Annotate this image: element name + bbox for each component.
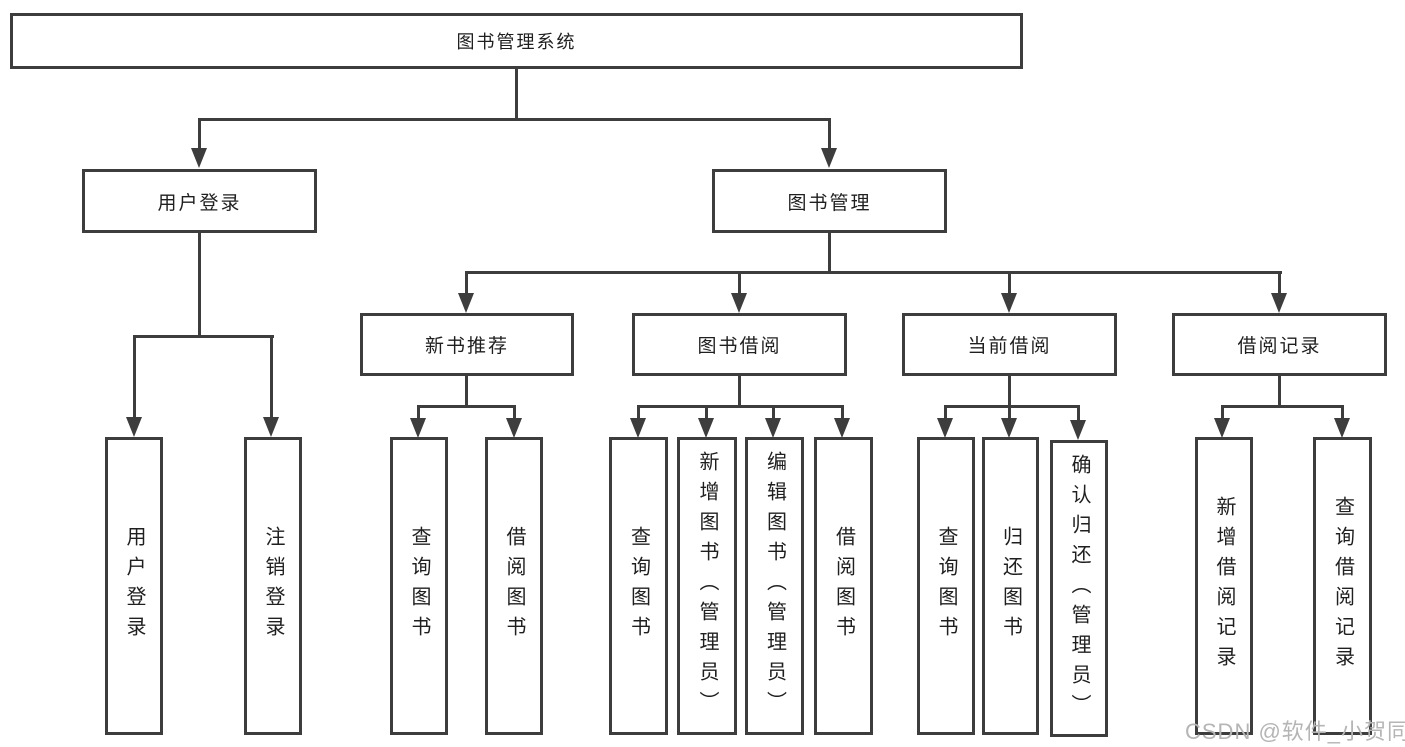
leaf-nb-query-books-label: 查询图书 xyxy=(408,526,430,646)
leaf-cb-return-books: 归还图书 xyxy=(982,437,1039,735)
connector-vline xyxy=(1008,376,1011,407)
arrow-down-icon xyxy=(1001,418,1017,438)
connector-vline xyxy=(465,376,468,407)
leaf-user-login-label: 用户登录 xyxy=(123,526,145,646)
connector-vline xyxy=(1278,376,1281,407)
leaf-bb-query-books-label: 查询图书 xyxy=(627,526,650,646)
arrow-down-icon xyxy=(410,418,426,438)
arrow-down-icon xyxy=(698,418,714,438)
leaf-nb-borrow-books: 借阅图书 xyxy=(485,437,543,735)
leaf-bb-edit-books: 编辑图书（管理员） xyxy=(745,437,804,735)
node-current-borrowing-label: 当前借阅 xyxy=(967,336,1052,357)
connector-vline xyxy=(738,271,741,295)
arrow-down-icon xyxy=(630,418,646,438)
leaf-nb-borrow-books-label: 借阅图书 xyxy=(503,526,525,646)
arrow-down-icon xyxy=(191,148,207,168)
node-book-borrowing: 图书借阅 xyxy=(632,313,847,376)
leaf-cb-confirm-return: 确认归还（管理员） xyxy=(1050,440,1108,737)
node-new-book-recommend: 新书推荐 xyxy=(360,313,574,376)
leaf-bb-add-books-label: 新增图书（管理员） xyxy=(696,451,718,721)
node-root-label: 图书管理系统 xyxy=(456,32,577,52)
connector-hline xyxy=(1221,405,1344,408)
connector-vline xyxy=(944,405,947,421)
connector-hline xyxy=(198,118,831,121)
connector-vline xyxy=(705,405,708,421)
arrow-down-icon xyxy=(506,418,522,438)
connector-vline xyxy=(513,405,516,421)
connector-vline xyxy=(1278,271,1281,295)
connector-vline xyxy=(198,233,201,337)
node-root: 图书管理系统 xyxy=(10,13,1023,69)
node-book-management: 图书管理 xyxy=(712,169,947,233)
leaf-logout: 注销登录 xyxy=(244,437,302,735)
node-user-login: 用户登录 xyxy=(82,169,317,233)
connector-vline xyxy=(1077,405,1080,422)
leaf-br-add-record-label: 新增借阅记录 xyxy=(1213,496,1235,676)
connector-vline xyxy=(828,118,831,150)
connector-vline xyxy=(515,68,518,118)
leaf-br-query-record: 查询借阅记录 xyxy=(1313,437,1372,735)
arrow-down-icon xyxy=(263,417,279,437)
arrow-down-icon xyxy=(731,293,747,313)
connector-vline xyxy=(841,405,844,421)
leaf-cb-return-books-label: 归还图书 xyxy=(999,526,1022,646)
leaf-br-add-record: 新增借阅记录 xyxy=(1195,437,1253,735)
connector-vline xyxy=(1341,405,1344,421)
leaf-bb-edit-books-label: 编辑图书（管理员） xyxy=(763,451,786,721)
leaf-user-login: 用户登录 xyxy=(105,437,163,735)
leaf-cb-confirm-return-label: 确认归还（管理员） xyxy=(1068,453,1090,724)
connector-vline xyxy=(1008,271,1011,295)
connector-vline xyxy=(738,376,741,407)
connector-vline xyxy=(417,405,420,421)
connector-hline xyxy=(637,405,844,408)
connector-vline xyxy=(133,335,136,419)
node-borrowing-records-label: 借阅记录 xyxy=(1237,336,1322,357)
connector-hline xyxy=(465,271,1282,274)
node-book-management-label: 图书管理 xyxy=(787,192,872,214)
arrow-down-icon xyxy=(937,418,953,438)
connector-vline xyxy=(828,233,831,274)
node-new-book-recommend-label: 新书推荐 xyxy=(424,336,509,357)
connector-vline xyxy=(1008,405,1011,421)
connector-hline xyxy=(417,405,516,408)
arrow-down-icon xyxy=(821,148,837,168)
arrow-down-icon xyxy=(834,418,850,438)
connector-vline xyxy=(637,405,640,421)
arrow-down-icon xyxy=(126,417,142,437)
connector-vline xyxy=(270,335,273,419)
connector-vline xyxy=(198,118,201,150)
connector-vline xyxy=(465,271,468,295)
node-borrowing-records: 借阅记录 xyxy=(1172,313,1387,376)
leaf-br-query-record-label: 查询借阅记录 xyxy=(1331,496,1354,676)
arrow-down-icon xyxy=(1334,418,1350,438)
connector-vline xyxy=(772,405,775,421)
arrow-down-icon xyxy=(1001,293,1017,313)
arrow-down-icon xyxy=(1271,293,1287,313)
arrow-down-icon xyxy=(1070,420,1086,440)
arrow-down-icon xyxy=(458,293,474,313)
arrow-down-icon xyxy=(765,418,781,438)
csdn-watermark: CSDN @软件_小贺同学 xyxy=(1185,719,1405,744)
leaf-logout-label: 注销登录 xyxy=(262,526,284,646)
leaf-cb-query-books-label: 查询图书 xyxy=(935,526,957,646)
connector-hline xyxy=(944,405,1080,408)
leaf-bb-borrow-books: 借阅图书 xyxy=(814,437,873,735)
leaf-bb-add-books: 新增图书（管理员） xyxy=(677,437,737,735)
connector-vline xyxy=(1221,405,1224,421)
connector-hline xyxy=(133,335,274,338)
node-book-borrowing-label: 图书借阅 xyxy=(697,336,782,357)
node-current-borrowing: 当前借阅 xyxy=(902,313,1117,376)
leaf-nb-query-books: 查询图书 xyxy=(390,437,448,735)
arrow-down-icon xyxy=(1214,418,1230,438)
leaf-bb-borrow-books-label: 借阅图书 xyxy=(832,526,855,646)
node-user-login-label: 用户登录 xyxy=(157,192,242,214)
leaf-cb-query-books: 查询图书 xyxy=(917,437,975,735)
leaf-bb-query-books: 查询图书 xyxy=(609,437,668,735)
